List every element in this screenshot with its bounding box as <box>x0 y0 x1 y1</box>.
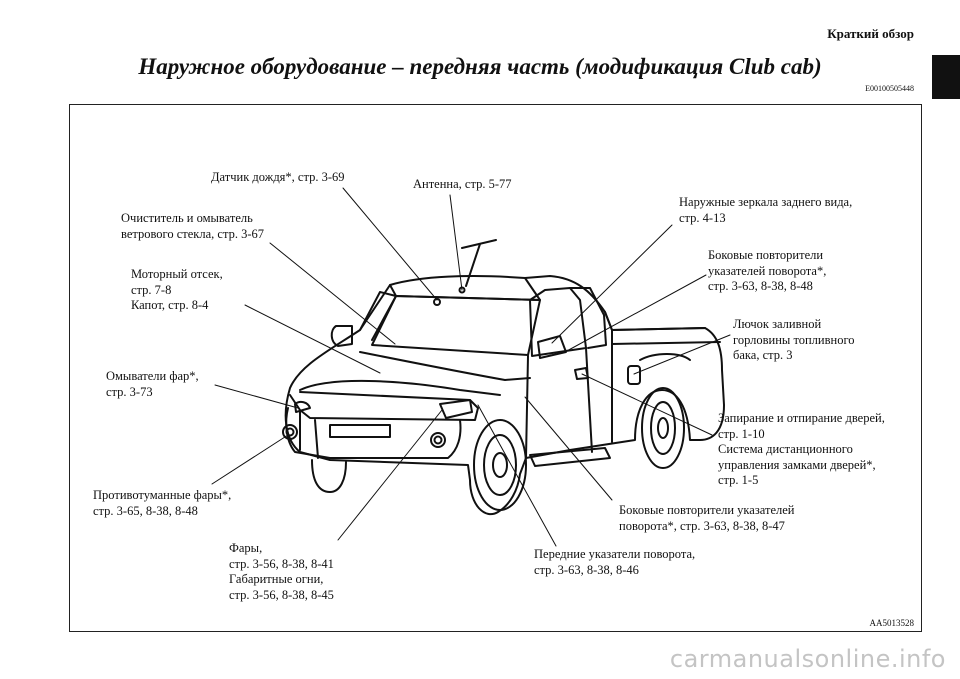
callout-fog-lamps: Противотуманные фары*, стр. 3-65, 8-38, … <box>93 488 232 518</box>
callout-wiper-washer: Очиститель и омыватель ветрового стекла,… <box>121 211 264 241</box>
callout-front-turn: Передние указатели поворота, стр. 3-63, … <box>534 547 696 577</box>
callout-fuel-lid: Лючок заливной горловины топливного бака… <box>733 317 855 362</box>
callout-leader-lines <box>211 187 731 547</box>
callout-side-repeaters-top: Боковые повторители указателей поворота*… <box>708 248 827 293</box>
callout-engine-bay: Моторный отсек, стр. 7-8 Капот, стр. 8-4 <box>131 267 223 312</box>
watermark: carmanualsonline.info <box>669 645 946 673</box>
pickup-truck-illustration <box>282 239 725 515</box>
callout-headlamp-washers: Омыватели фар*, стр. 3-73 <box>106 369 199 399</box>
section-header: Краткий обзор <box>827 26 914 41</box>
callout-side-repeaters-bottom: Боковые повторители указателей поворота*… <box>619 503 795 533</box>
callout-headlamps: Фары, стр. 3-56, 8-38, 8-41 Габаритные о… <box>229 541 334 602</box>
callout-antenna: Антенна, стр. 5-77 <box>413 177 512 191</box>
figure-frame <box>69 104 922 632</box>
callout-rain-sensor: Датчик дождя*, стр. 3-69 <box>211 170 345 184</box>
section-tab-marker <box>932 55 960 99</box>
page-title: Наружное оборудование – передняя часть (… <box>138 54 822 79</box>
callout-door-locking: Запирание и отпирание дверей, стр. 1-10 … <box>718 411 885 487</box>
document-code: E00100505448 <box>865 84 914 93</box>
figure-code: AA5013528 <box>869 618 915 628</box>
callout-mirrors: Наружные зеркала заднего вида, стр. 4-13 <box>679 195 853 225</box>
